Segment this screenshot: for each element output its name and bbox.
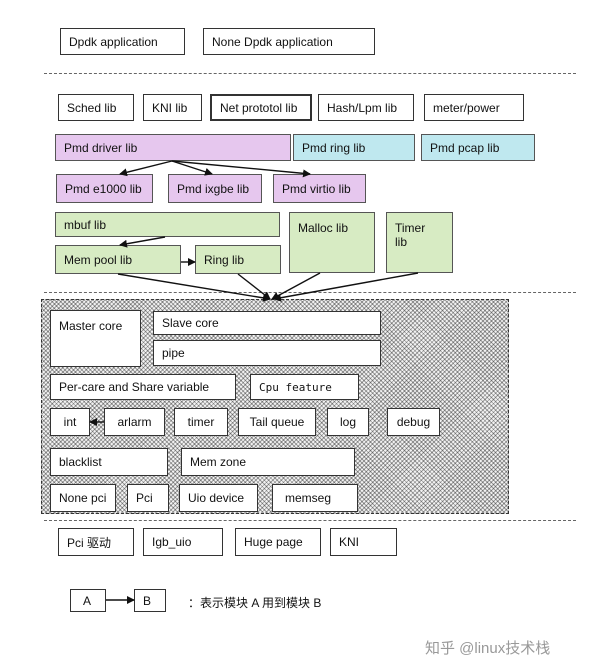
- sched-lib-box: Sched lib: [58, 94, 134, 121]
- memseg-box: memseg: [272, 484, 358, 512]
- watermark: 知乎 @linux技术栈: [425, 640, 551, 657]
- huge-page-box: Huge page: [235, 528, 321, 556]
- arrow-timer-to-eal: [273, 272, 419, 302]
- legend-box-a: A: [70, 589, 106, 612]
- arrow-driver-to-virtio: [171, 160, 311, 178]
- kni-kernel-box: KNI: [330, 528, 397, 556]
- igb-uio-box: Igb_uio: [143, 528, 223, 556]
- hash-lpm-lib-box: Hash/Lpm lib: [318, 94, 414, 121]
- slave-core-box: Slave core: [153, 311, 381, 335]
- timer-box: timer: [174, 408, 228, 436]
- tail-queue-box: Tail queue: [238, 408, 316, 436]
- pmd-pcap-lib-box: Pmd pcap lib: [421, 134, 535, 161]
- blacklist-box: blacklist: [50, 448, 168, 476]
- pmd-ring-lib-box: Pmd ring lib: [293, 134, 415, 161]
- arrow-ring-to-eal: [237, 273, 271, 300]
- pci-box: Pci: [127, 484, 169, 512]
- arrow-mbuf-to-mempool: [119, 236, 166, 248]
- pmd-e1000-lib-box: Pmd e1000 lib: [56, 174, 153, 203]
- int-box: int: [50, 408, 90, 436]
- arrow-driver-to-ixgbe: [171, 160, 213, 176]
- master-core-box: Master core: [50, 310, 141, 367]
- divider-bottom: [44, 520, 576, 521]
- mbuf-lib-box: mbuf lib: [55, 212, 280, 237]
- mem-zone-box: Mem zone: [181, 448, 355, 476]
- mem-pool-lib-box: Mem pool lib: [55, 245, 181, 274]
- dpdk-application-box: Dpdk application: [60, 28, 185, 55]
- none-pci-box: None pci: [50, 484, 116, 512]
- net-protocol-lib-box: Net prototol lib: [210, 94, 312, 121]
- pipe-box: pipe: [153, 340, 381, 366]
- divider-middle: [44, 292, 576, 293]
- pmd-driver-lib-box: Pmd driver lib: [55, 134, 291, 161]
- legend-description: ：表示模块 A 用到模块 B: [188, 596, 322, 610]
- malloc-lib-box: Malloc lib: [289, 212, 375, 273]
- cpu-feature-box: Cpu feature: [250, 374, 359, 400]
- pmd-ixgbe-lib-box: Pmd ixgbe lib: [168, 174, 262, 203]
- per-core-share-variable-box: Per-care and Share variable: [50, 374, 236, 400]
- kni-lib-box: KNI lib: [143, 94, 202, 121]
- pmd-virtio-lib-box: Pmd virtio lib: [273, 174, 366, 203]
- debug-box: debug: [387, 408, 440, 436]
- log-box: log: [327, 408, 369, 436]
- timer-lib-box: Timer lib: [386, 212, 453, 273]
- none-dpdk-application-box: None Dpdk application: [203, 28, 375, 55]
- arrow-mempool-to-eal: [117, 273, 271, 302]
- arrow-driver-to-e1000: [119, 160, 173, 177]
- meter-power-box: meter/power: [424, 94, 524, 121]
- arrow-malloc-to-eal: [271, 272, 321, 300]
- pci-driver-box: Pci 驱动: [58, 528, 134, 556]
- legend-box-b: B: [134, 589, 166, 612]
- divider-top: [44, 73, 576, 74]
- uio-device-box: Uio device: [179, 484, 258, 512]
- alarm-box: arlarm: [104, 408, 165, 436]
- ring-lib-box: Ring lib: [195, 245, 281, 274]
